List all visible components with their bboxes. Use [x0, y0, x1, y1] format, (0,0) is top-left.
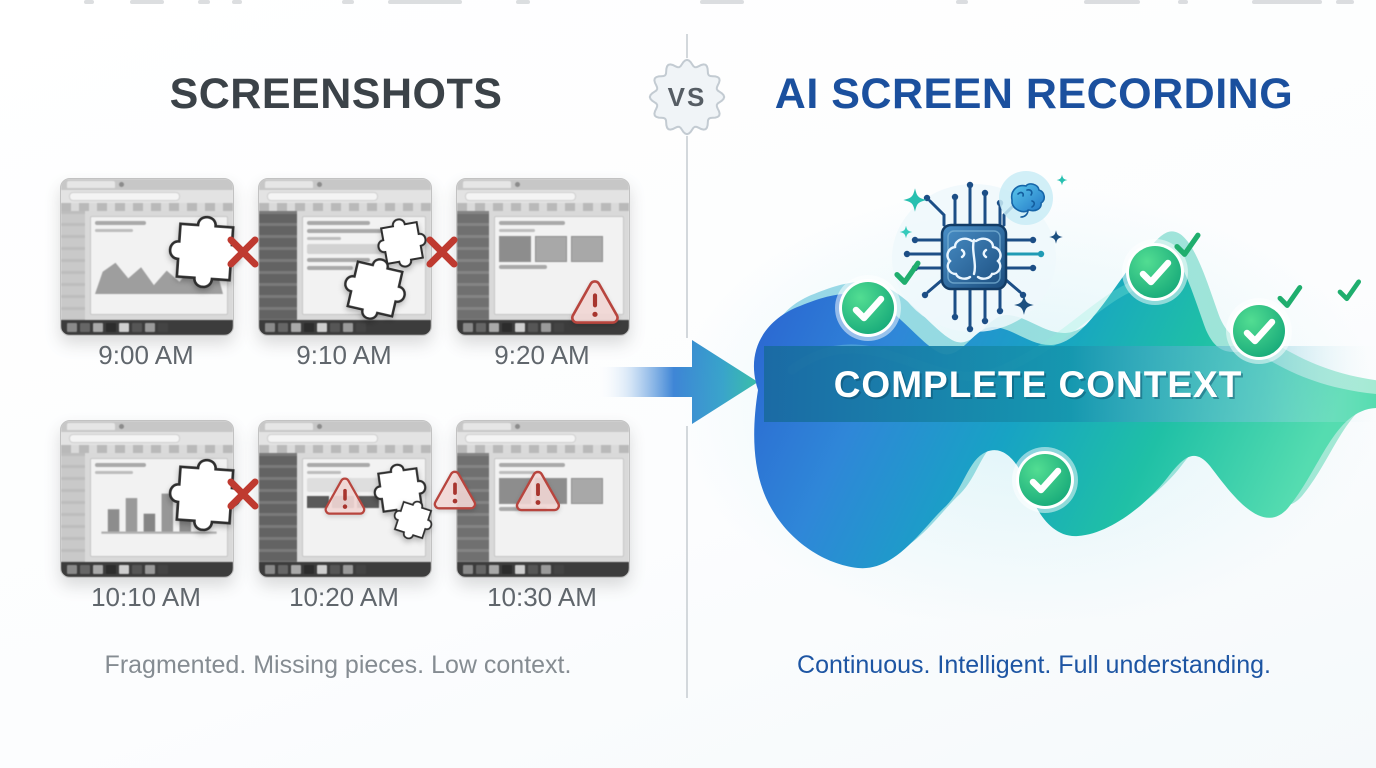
mini-address-bar: [259, 190, 431, 203]
check-circle-icon: [1226, 298, 1292, 364]
divider-line: [686, 426, 688, 698]
top-edge-artifact: [516, 0, 530, 4]
mini-bookmark-bar: [61, 445, 233, 453]
vs-label: VS: [668, 82, 707, 112]
mini-bookmark-bar: [457, 445, 629, 453]
top-edge-artifact: [1178, 0, 1188, 4]
mini-bookmark-bar: [259, 203, 431, 211]
right-caption: Continuous. Intelligent. Full understand…: [797, 651, 1271, 679]
error-x-icon: [423, 233, 461, 271]
right-panel-title: AI SCREEN RECORDING: [774, 70, 1294, 118]
sparkle-icon: [1056, 174, 1068, 186]
screenshot-thumbnail-1020: [258, 420, 432, 578]
mini-address-bar: [457, 190, 629, 203]
timestamp: 10:30 AM: [487, 582, 597, 612]
mini-tab-bar: [259, 421, 431, 432]
mini-taskbar: [259, 320, 431, 335]
mini-sidebar: [61, 211, 85, 320]
mini-taskbar: [61, 320, 233, 335]
top-edge-artifact: [84, 0, 94, 4]
timestamp: 10:20 AM: [289, 582, 399, 612]
mini-sidebar: [457, 211, 489, 320]
mini-address-bar: [457, 432, 629, 445]
mini-bookmark-bar: [61, 203, 233, 211]
mini-tab-bar: [457, 421, 629, 432]
mini-tab-bar: [259, 179, 431, 190]
timestamp: 10:10 AM: [91, 582, 201, 612]
top-edge-artifact: [1084, 0, 1140, 4]
top-edge-artifact: [342, 0, 354, 4]
top-edge-artifact: [232, 0, 242, 4]
timestamp: 9:10 AM: [296, 340, 392, 370]
mini-bookmark-bar: [259, 445, 431, 453]
timestamp: 9:00 AM: [98, 340, 194, 370]
brain-icon: [999, 171, 1053, 225]
mini-taskbar: [457, 562, 629, 577]
mini-bookmark-bar: [457, 203, 629, 211]
mini-address-bar: [259, 432, 431, 445]
mini-address-bar: [61, 432, 233, 445]
timestamp: 9:20 AM: [494, 340, 590, 370]
mini-sidebar: [259, 453, 297, 562]
wave-label: COMPLETE CONTEXT: [834, 364, 1243, 405]
warning-triangle-icon: [571, 280, 619, 324]
top-edge-artifact: [700, 0, 744, 4]
error-x-icon: [224, 475, 262, 513]
top-edge-artifact: [198, 0, 210, 4]
wave-graphic: COMPLETE CONTEXT COMPLETE CONTEXT: [675, 171, 1376, 620]
top-edge-artifact: [1336, 0, 1354, 4]
vs-badge: VS: [648, 58, 726, 136]
mini-taskbar: [259, 562, 431, 577]
divider-line: [686, 34, 688, 58]
brain-outline: [946, 237, 1002, 280]
check-icon: [1340, 282, 1359, 299]
mini-browser-window: [457, 179, 629, 335]
mini-tab-bar: [61, 179, 233, 190]
mini-address-bar: [61, 190, 233, 203]
mini-sidebar: [61, 453, 85, 562]
vs-badge-seal: [648, 58, 726, 136]
warning-triangle-icon: [324, 477, 366, 515]
warning-triangle-icon: [433, 470, 477, 510]
check-circle-icon: [1012, 447, 1078, 513]
mini-tab-bar: [457, 179, 629, 190]
warning-triangle-icon: [515, 470, 561, 512]
mini-taskbar: [61, 562, 233, 577]
top-edge-artifact: [130, 0, 164, 4]
divider-line: [686, 136, 688, 338]
mini-tab-bar: [61, 421, 233, 432]
mini-sidebar: [259, 211, 297, 320]
error-x-icon: [224, 233, 262, 271]
wave-label-shadow: COMPLETE CONTEXT: [836, 366, 1245, 407]
top-edge-artifact: [956, 0, 968, 4]
left-caption: Fragmented. Missing pieces. Low context.: [104, 651, 572, 679]
top-edge-artifact: [1252, 0, 1322, 4]
top-edge-artifact: [388, 0, 462, 4]
check-circle-icon: [835, 275, 901, 341]
left-panel-title: SCREENSHOTS: [169, 70, 503, 118]
